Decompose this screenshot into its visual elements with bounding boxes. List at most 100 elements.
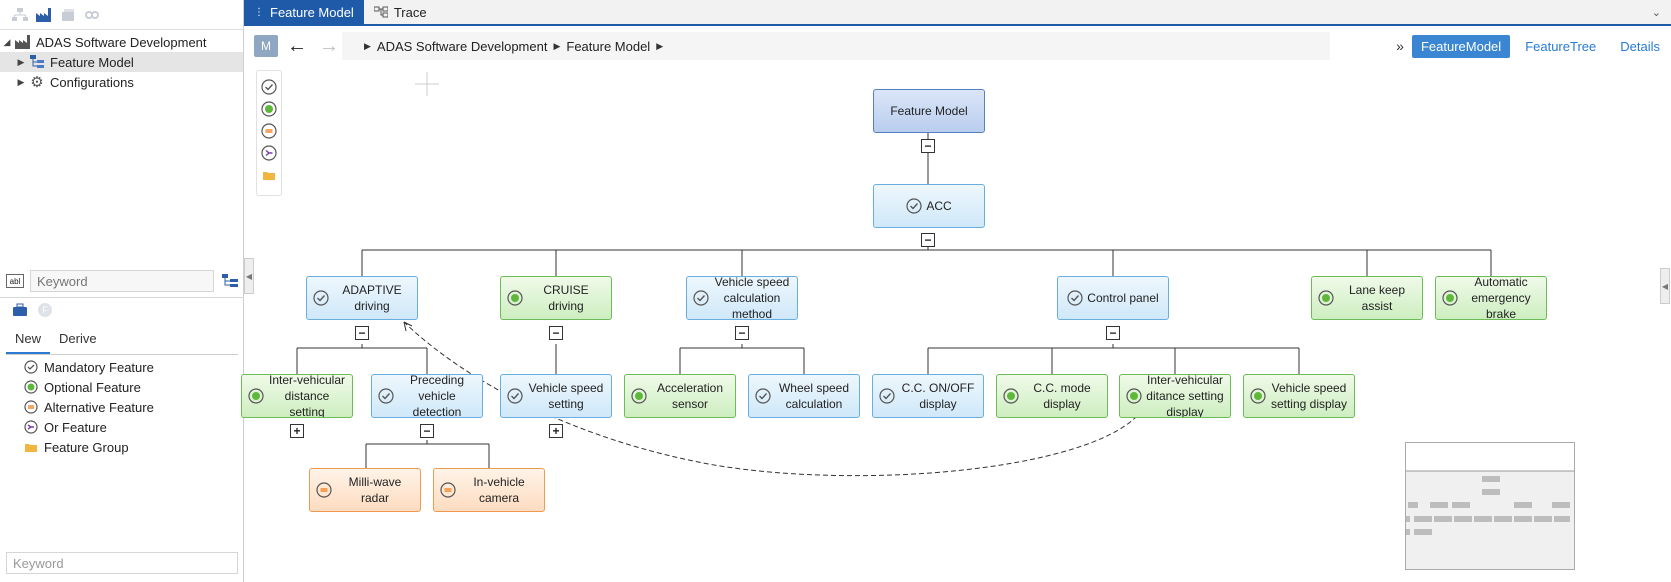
collapse-toggle[interactable]: −: [1106, 326, 1120, 340]
collapse-toggle[interactable]: −: [355, 326, 369, 340]
factory-icon[interactable]: [36, 7, 52, 23]
feature-node-inter-vehicular-distance-setting[interactable]: Inter-vehicular distance setting: [241, 374, 353, 418]
caret-right-icon[interactable]: ▶: [17, 76, 25, 87]
palette-item-optional[interactable]: Optional Feature: [24, 377, 154, 397]
view-tab-featuretree[interactable]: FeatureTree: [1525, 38, 1597, 54]
filter-list-icon[interactable]: [222, 273, 238, 289]
more-chevron-icon[interactable]: »: [1396, 38, 1404, 54]
collapse-toggle[interactable]: −: [921, 139, 935, 153]
tab-new[interactable]: New: [6, 326, 51, 354]
feature-node-in-vehicle-camera[interactable]: In-vehicle camera: [433, 468, 545, 512]
collapse-toggle[interactable]: −: [735, 326, 749, 340]
optional-icon: [24, 380, 38, 394]
feature-node-acceleration-sensor[interactable]: Acceleration sensor: [624, 374, 736, 418]
diagram-tool-strip: [256, 70, 282, 196]
editor-tabs: ⋮ Feature Model Trace ⌄: [244, 0, 1671, 26]
feature-node-wheel-speed-calculation[interactable]: Wheel speed calculation: [748, 374, 860, 418]
mandatory-icon: [906, 198, 922, 214]
forward-arrow-icon[interactable]: →: [319, 34, 339, 57]
folder-icon[interactable]: [261, 167, 277, 183]
collapse-toggle[interactable]: −: [420, 424, 434, 438]
tab-feature-model[interactable]: ⋮ Feature Model: [244, 0, 364, 24]
palette-keyword-input[interactable]: Keyword: [6, 552, 238, 574]
feature-node-label: Milli-wave radar: [348, 475, 402, 505]
tab-menu-icon[interactable]: ⌄: [1651, 6, 1661, 19]
breadcrumb-item[interactable]: Feature Model: [566, 38, 651, 54]
left-collapse-handle[interactable]: ◀: [244, 258, 254, 294]
editor-area: ⋮ Feature Model Trace ⌄ M ← → ▶ ADAS Sof…: [241, 0, 1671, 582]
tab-derive[interactable]: Derive: [59, 331, 97, 346]
palette-toolbar: F: [12, 303, 52, 317]
breadcrumb-item[interactable]: ADAS Software Development: [376, 38, 548, 54]
collapse-toggle[interactable]: −: [921, 233, 935, 247]
link-icon[interactable]: [84, 7, 100, 23]
feature-node-adaptive-driving[interactable]: ADAPTIVE driving: [306, 276, 418, 320]
minimap[interactable]: [1405, 442, 1575, 570]
back-arrow-icon[interactable]: ←: [287, 34, 307, 57]
feature-node-root[interactable]: Feature Model: [873, 89, 985, 133]
tree-item-feature-model[interactable]: ▶ Feature Model: [0, 52, 243, 72]
palette-item-label: Alternative Feature: [44, 399, 154, 415]
hierarchy-icon[interactable]: [12, 7, 28, 23]
palette-item-alternative[interactable]: Alternative Feature: [24, 397, 154, 417]
palette-list: Mandatory Feature Optional Feature Alter…: [24, 357, 154, 457]
feature-node-vehicle-speed-calculation-method[interactable]: Vehicle speed calculation method: [686, 276, 798, 320]
feature-node-lane-keep-assist[interactable]: Lane keep assist: [1311, 276, 1423, 320]
minimap-preview: [1406, 470, 1574, 569]
palette-item-label: Mandatory Feature: [44, 359, 154, 375]
tree-item-configurations[interactable]: ▶ ⚙ Configurations: [0, 72, 243, 92]
mandatory-icon: [507, 388, 523, 404]
expand-toggle[interactable]: +: [290, 424, 304, 438]
feature-node-cc-on-off-display[interactable]: C.C. ON/OFF display: [872, 374, 984, 418]
caret-right-icon: ▶: [364, 40, 371, 51]
feature-node-cruise-driving[interactable]: CRUISE driving: [500, 276, 612, 320]
feature-node-automatic-emergency-brake[interactable]: Automatic emergency brake: [1435, 276, 1547, 320]
view-tab-details[interactable]: Details: [1620, 38, 1660, 54]
feature-node-label: Feature Model: [890, 104, 968, 118]
alternative-icon: [440, 482, 456, 498]
feature-node-cc-mode-display[interactable]: C.C. mode display: [996, 374, 1108, 418]
feature-node-label: Automatic emergency brake: [1471, 276, 1531, 320]
feature-node-vehicle-speed-setting[interactable]: Vehicle speed setting: [500, 374, 612, 418]
caret-down-icon[interactable]: ◢: [3, 36, 11, 47]
alternative-icon: [24, 400, 38, 414]
view-tab-featuremodel[interactable]: FeatureModel: [1411, 34, 1511, 58]
optional-icon: [1442, 290, 1458, 306]
feature-node-control-panel[interactable]: Control panel: [1057, 276, 1169, 320]
diagram-canvas[interactable]: Feature Model − ACC − ADAPTIVE driving −…: [241, 0, 1671, 582]
feature-node-inter-vehicular-distance-setting-display[interactable]: Inter-vehicular ditance setting display: [1119, 374, 1231, 418]
mandatory-icon: [313, 290, 329, 306]
feature-node-milli-wave-radar[interactable]: Milli-wave radar: [309, 468, 421, 512]
collapse-toggle[interactable]: −: [549, 326, 563, 340]
right-collapse-handle[interactable]: ◀: [1660, 268, 1670, 304]
optional-icon: [1003, 388, 1019, 404]
stack-icon[interactable]: [60, 7, 76, 23]
caret-right-icon[interactable]: ▶: [17, 56, 25, 67]
mandatory-icon: [755, 388, 771, 404]
optional-icon: [631, 388, 647, 404]
trace-icon: [373, 6, 388, 18]
expand-toggle[interactable]: +: [549, 424, 563, 438]
feature-node-acc[interactable]: ACC: [873, 184, 985, 228]
factory-icon: [14, 34, 32, 50]
tree-item-project[interactable]: ◢ ADAS Software Development: [0, 32, 243, 52]
or-icon[interactable]: [261, 145, 277, 161]
palette-item-mandatory[interactable]: Mandatory Feature: [24, 357, 154, 377]
toolbox-icon[interactable]: [12, 303, 28, 317]
feature-node-label: ADAPTIVE driving: [342, 283, 402, 313]
palette-item-label: Feature Group: [44, 439, 129, 455]
keyword-input[interactable]: [30, 270, 214, 292]
mandatory-icon[interactable]: [261, 79, 277, 95]
optional-icon: [1250, 388, 1266, 404]
alternative-icon[interactable]: [261, 123, 277, 139]
feature-node-preceding-vehicle-detection[interactable]: Preceding vehicle detection: [371, 374, 483, 418]
tab-trace[interactable]: Trace: [364, 0, 437, 24]
palette-item-or[interactable]: Or Feature: [24, 417, 154, 437]
feature-badge-icon[interactable]: F: [38, 303, 52, 317]
optional-icon[interactable]: [261, 101, 277, 117]
drag-handle-icon: ⋮: [254, 6, 264, 18]
model-badge[interactable]: M: [254, 35, 278, 57]
feature-node-label: C.C. ON/OFF display: [901, 381, 975, 411]
palette-item-group[interactable]: Feature Group: [24, 437, 154, 457]
feature-node-vehicle-speed-setting-display[interactable]: Vehicle speed setting display: [1243, 374, 1355, 418]
